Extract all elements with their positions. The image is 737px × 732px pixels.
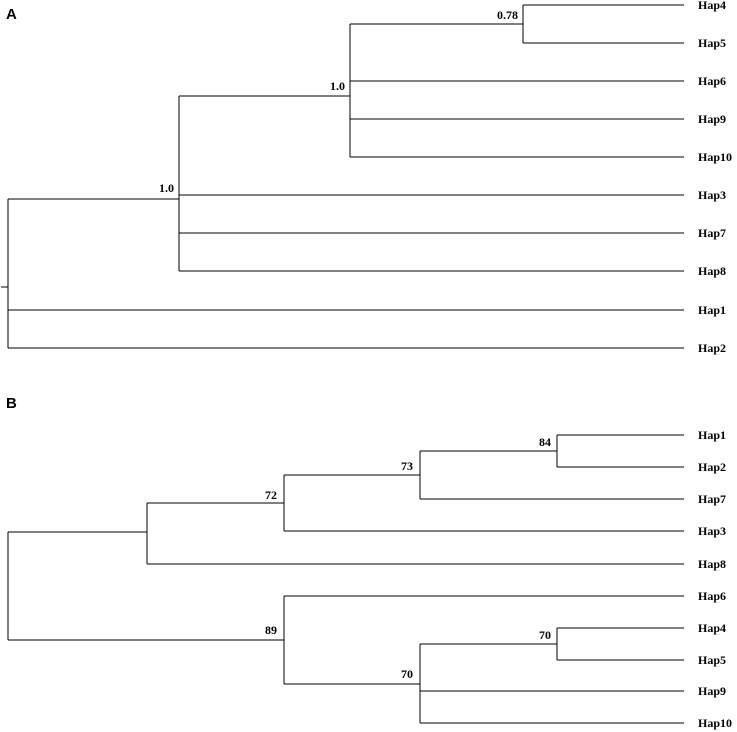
panel-b-support-hap1-hap2: 84 (539, 435, 551, 449)
panel-a-taxon-label: Hap10 (698, 150, 732, 164)
panel-a-support-outer-clade: 1.0 (159, 181, 174, 195)
panel-a-taxon-label: Hap2 (698, 341, 726, 355)
panel-b: B 84 73 7 (6, 395, 732, 730)
panel-b-taxon-label: Hap2 (698, 460, 726, 474)
panel-a-taxon-label: Hap6 (698, 74, 726, 88)
panel-a-taxon-label: Hap1 (698, 303, 726, 317)
panel-a-support-hap4-hap5: 0.78 (497, 8, 518, 22)
panel-a-label: A (6, 6, 17, 23)
panel-b-support-hap6-group: 89 (265, 623, 277, 637)
panel-b-taxon-label: Hap1 (698, 428, 726, 442)
panel-a: A 0.78 1.0 1.0 Hap4 Hap5 Hap6 Hap9 (1, 0, 732, 355)
panel-a-taxon-label: Hap4 (698, 0, 726, 12)
panel-b-taxon-label: Hap8 (698, 557, 726, 571)
panel-b-support-hap3-group: 72 (265, 488, 277, 502)
panel-b-taxon-label: Hap10 (698, 716, 732, 730)
panel-b-taxon-label: Hap7 (698, 492, 726, 506)
panel-a-taxon-label: Hap7 (698, 226, 726, 240)
panel-b-taxon-label: Hap3 (698, 524, 726, 538)
panel-a-taxon-label: Hap3 (698, 188, 726, 202)
panel-b-taxon-label: Hap4 (698, 621, 726, 635)
panel-b-support-hap1-hap2-hap7: 73 (401, 459, 413, 473)
panel-a-taxon-label: Hap8 (698, 264, 726, 278)
panel-b-support-hap4-hap5: 70 (539, 628, 551, 642)
panel-b-taxon-label: Hap5 (698, 653, 726, 667)
panel-a-support-inner-clade: 1.0 (330, 79, 345, 93)
panel-a-taxon-label: Hap9 (698, 112, 726, 126)
panel-a-taxon-label: Hap5 (698, 36, 726, 50)
panel-b-taxon-label: Hap6 (698, 589, 726, 603)
panel-b-taxon-label: Hap9 (698, 684, 726, 698)
panel-b-support-hap4-9-10: 70 (401, 667, 413, 681)
panel-b-label: B (6, 395, 17, 412)
